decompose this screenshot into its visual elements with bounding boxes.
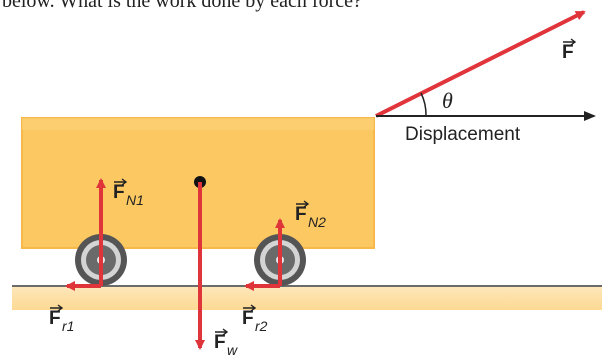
normal-force-2-subscript: N2 [308,214,326,230]
applied-force-label: F [562,38,577,63]
cart-shade [22,118,374,130]
weight-force-label: F w [214,328,238,358]
normal-force-1-label: F N1 [113,178,144,208]
friction-force-2-subscript: r2 [255,318,268,334]
normal-force-2-label: F N2 [295,200,326,230]
question-text: below. What is the work done by each for… [2,0,362,12]
ground-surface [12,286,602,310]
normal-force-1-symbol: F [113,182,125,203]
applied-force-symbol: F [562,42,574,63]
angle-arc [420,92,427,117]
weight-force-subscript: w [227,342,238,358]
applied-force-arrow [375,10,586,118]
displacement-label: Displacement [405,124,521,145]
friction-force-1-subscript: r1 [62,318,74,334]
friction-force-2-label: F r2 [242,304,268,334]
friction-force-1-label: F r1 [49,304,74,334]
friction-force-1-symbol: F [49,308,61,329]
weight-force-symbol: F [214,332,226,353]
normal-force-2-symbol: F [295,204,307,225]
angle-label: θ [442,88,453,113]
normal-force-1-subscript: N1 [126,192,144,208]
friction-force-2-symbol: F [242,308,254,329]
